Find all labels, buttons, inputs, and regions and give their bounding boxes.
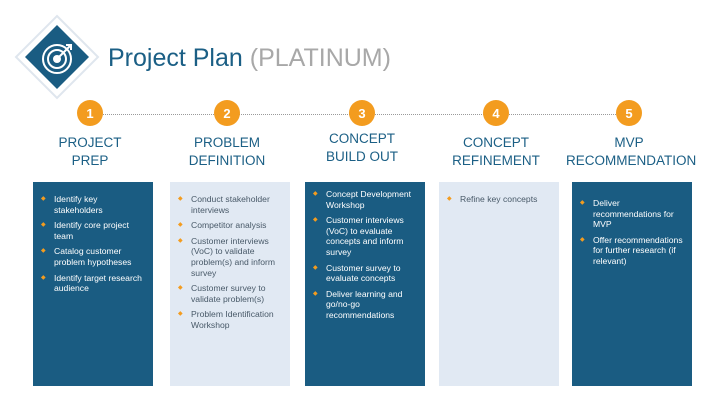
task-item: Competitor analysis: [178, 220, 284, 231]
phase-number-badge: 3: [349, 100, 375, 126]
task-item: Identify core project team: [41, 220, 147, 241]
phase-heading: CONCEPT REFINEMENT: [452, 135, 540, 168]
task-item: Concept Development Workshop: [313, 189, 419, 210]
phase-task-box: Refine key concepts: [439, 182, 559, 386]
task-item: Identify key stakeholders: [41, 194, 147, 215]
task-item: Deliver recommendations for MVP: [580, 198, 686, 230]
phase-task-box: Deliver recommendations for MVP Offer re…: [572, 182, 692, 386]
task-item: Offer recommendations for further resear…: [580, 235, 686, 267]
task-item: Customer survey to evaluate concepts: [313, 263, 419, 284]
task-item: Customer interviews (VoC) to validate pr…: [178, 236, 284, 278]
phase-number-badge: 1: [77, 100, 103, 126]
phase-heading: PROBLEM DEFINITION: [188, 135, 266, 168]
phase-task-box: Conduct stakeholder interviews Competito…: [170, 182, 290, 386]
page-title: Project Plan (PLATINUM): [108, 44, 391, 73]
task-item: Deliver learning and go/no-go recommenda…: [313, 289, 419, 321]
target-icon: [42, 44, 72, 74]
task-item: Customer survey to validate problem(s): [178, 283, 284, 304]
title-main: Project Plan: [108, 44, 243, 72]
phase-number-badge: 5: [616, 100, 642, 126]
phase-number-badge: 4: [483, 100, 509, 126]
phase-task-box: Concept Development Workshop Customer in…: [305, 182, 425, 386]
task-item: Catalog customer problem hypotheses: [41, 246, 147, 267]
task-item: Conduct stakeholder interviews: [178, 194, 284, 215]
phase-heading: PROJECT PREP: [58, 135, 122, 168]
task-item: Problem Identification Workshop: [178, 309, 284, 330]
task-item: Refine key concepts: [447, 194, 553, 205]
phase-heading: MVP RECOMMENDATION: [566, 135, 697, 168]
phase-number-badge: 2: [214, 100, 240, 126]
title-sub: (PLATINUM): [249, 44, 391, 72]
phase-heading: CONCEPT BUILD OUT: [325, 131, 398, 164]
logo-badge: [14, 14, 100, 100]
task-item: Identify target research audience: [41, 273, 147, 294]
task-item: Customer interviews (VoC) to evaluate co…: [313, 215, 419, 257]
phase-task-box: Identify key stakeholders Identify core …: [33, 182, 153, 386]
